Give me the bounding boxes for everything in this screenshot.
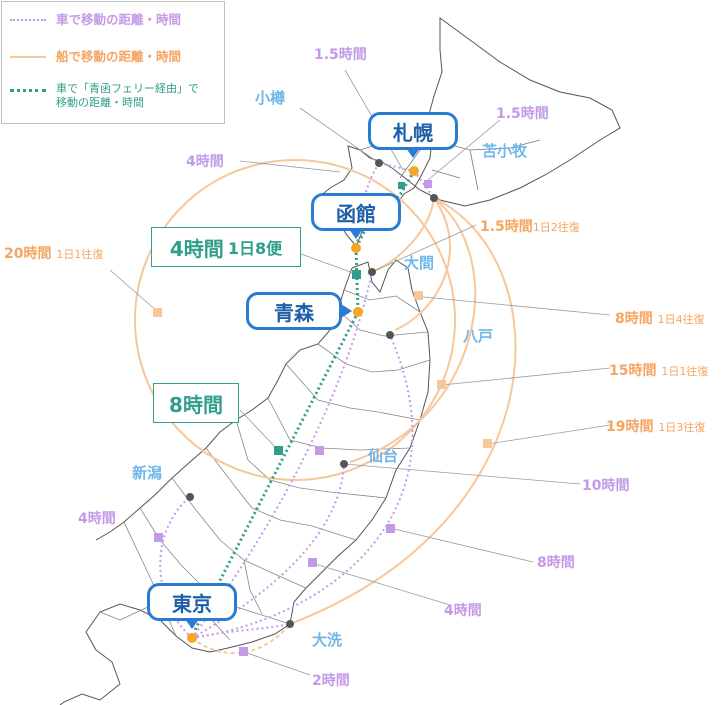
car-route-tokyo-sendai [191, 463, 345, 639]
ship-freq-oarai-tomakomai: 1日3往復 [658, 421, 706, 434]
car-route-tokyo-hachinohe [191, 334, 414, 639]
ship-route-niigata-otaru [134, 159, 456, 481]
leader-lines [109, 69, 611, 676]
ship-freq-sendai-tomakomai: 1日1往復 [661, 365, 709, 378]
hokkaido-outline [317, 17, 621, 247]
legend-ferry-text-line2: 移動の距離・時間 [56, 96, 144, 109]
car-time-otaru-hakodate: 4時間 [186, 154, 224, 170]
ferry-time-hakodate-aomori: 4時間 [169, 236, 224, 261]
car-time-tokyo-niigata: 4時間 [78, 511, 116, 527]
callout-tokyo[interactable]: 東京 [147, 583, 237, 629]
legend-car: 車で移動の距離・時間 [10, 12, 181, 27]
car-time-sapporo-tomakomai: 1.5時間 [496, 106, 549, 122]
ferry-label-aomori-tokyo: 8時間 [153, 383, 239, 423]
callout-hakodate[interactable]: 函館 [311, 193, 401, 239]
ship-route-tomakomai-oarai [289, 197, 517, 625]
car-markers [154, 180, 432, 656]
ship-time-hachinohe-tomakomai: 8時間 [615, 311, 653, 327]
ship-route-tomakomai-hachinohe [394, 197, 451, 331]
ship-freq-hachinohe-tomakomai: 1日4往復 [657, 313, 705, 326]
legend-ferry-text: 車で「青函フェリー経由」で 移動の距離・時間 [56, 82, 199, 110]
ship-markers [153, 291, 492, 448]
callout-aomori[interactable]: 青森 [246, 292, 352, 330]
ship-time-oma-hakodate: 1.5時間 [480, 219, 533, 235]
legend: 車で移動の距離・時間 船で移動の距離・時間 車で「青函フェリー経由」で 移動の距… [1, 1, 225, 124]
ship-time-sendai-tomakomai: 15時間 [609, 363, 657, 379]
callout-sapporo[interactable]: 札幌 [368, 112, 458, 158]
city-label-niigata: 新潟 [132, 464, 163, 482]
ship-label-oma-hakodate: 1.5時間1日2往復 [480, 216, 580, 236]
city-label-sendai: 仙台 [368, 447, 399, 465]
ship-label-sendai-tomakomai: 15時間 1日1往復 [609, 360, 708, 380]
ship-label-hachinohe-tomakomai: 8時間 1日4往復 [615, 308, 705, 328]
city-label-hachinohe: 八戸 [463, 327, 494, 345]
hokkaido-inner-boundaries [359, 127, 541, 191]
car-route-tokyo-aomori [191, 271, 373, 639]
city-nodes [186, 159, 438, 628]
legend-ship-text: 船で移動の距離・時間 [56, 49, 182, 64]
legend-ferry-swatch [10, 89, 46, 92]
car-time-tokyo-oarai: 2時間 [312, 673, 350, 689]
car-route-tokyo-niigata [159, 496, 193, 639]
legend-ferry-text-line1: 車で「青函フェリー経由」で [56, 82, 199, 95]
ferry-freq-hakodate-aomori: 1日8便 [227, 239, 283, 258]
ship-freq-oma-hakodate: 1日2往復 [532, 221, 580, 234]
car-time-otaru-sapporo: 1.5時間 [314, 47, 367, 63]
ferry-route-hakodate-aomori [354, 247, 360, 313]
car-route-otaru-sapporo [378, 162, 415, 172]
city-label-otaru: 小樽 [255, 89, 286, 107]
ship-time-oarai-tomakomai: 19時間 [606, 419, 654, 435]
car-route-tokyo-oarai [191, 623, 291, 639]
ship-time-niigata-otaru: 20時間 [4, 246, 52, 262]
ship-label-oarai-tomakomai: 19時間 1日3往復 [606, 416, 705, 436]
major-city-dots [187, 166, 419, 643]
honshu-outline [59, 259, 431, 705]
car-time-tokyo-hachinohe: 8時間 [537, 555, 575, 571]
city-label-oma: 大間 [404, 254, 435, 272]
ship-freq-niigata-otaru: 1日1往復 [56, 248, 104, 261]
legend-car-text: 車で移動の距離・時間 [56, 12, 182, 27]
ferry-label-hakodate-aomori: 4時間 1日8便 [151, 227, 301, 267]
car-time-tokyo-aomori: 10時間 [582, 478, 630, 494]
city-label-oarai: 大洗 [312, 631, 343, 649]
car-time-tokyo-sendai: 4時間 [444, 603, 482, 619]
ship-label-niigata-otaru: 20時間 1日1往復 [4, 243, 103, 263]
ship-route-tomakomai-sendai [349, 197, 477, 463]
city-label-tomakomai: 苫小牧 [482, 142, 528, 160]
legend-ferry: 車で「青函フェリー経由」で 移動の距離・時間 [10, 82, 199, 110]
ferry-markers [274, 182, 405, 455]
legend-ship-swatch [10, 56, 46, 58]
legend-ship: 船で移動の距離・時間 [10, 49, 181, 64]
legend-car-swatch [10, 19, 46, 21]
